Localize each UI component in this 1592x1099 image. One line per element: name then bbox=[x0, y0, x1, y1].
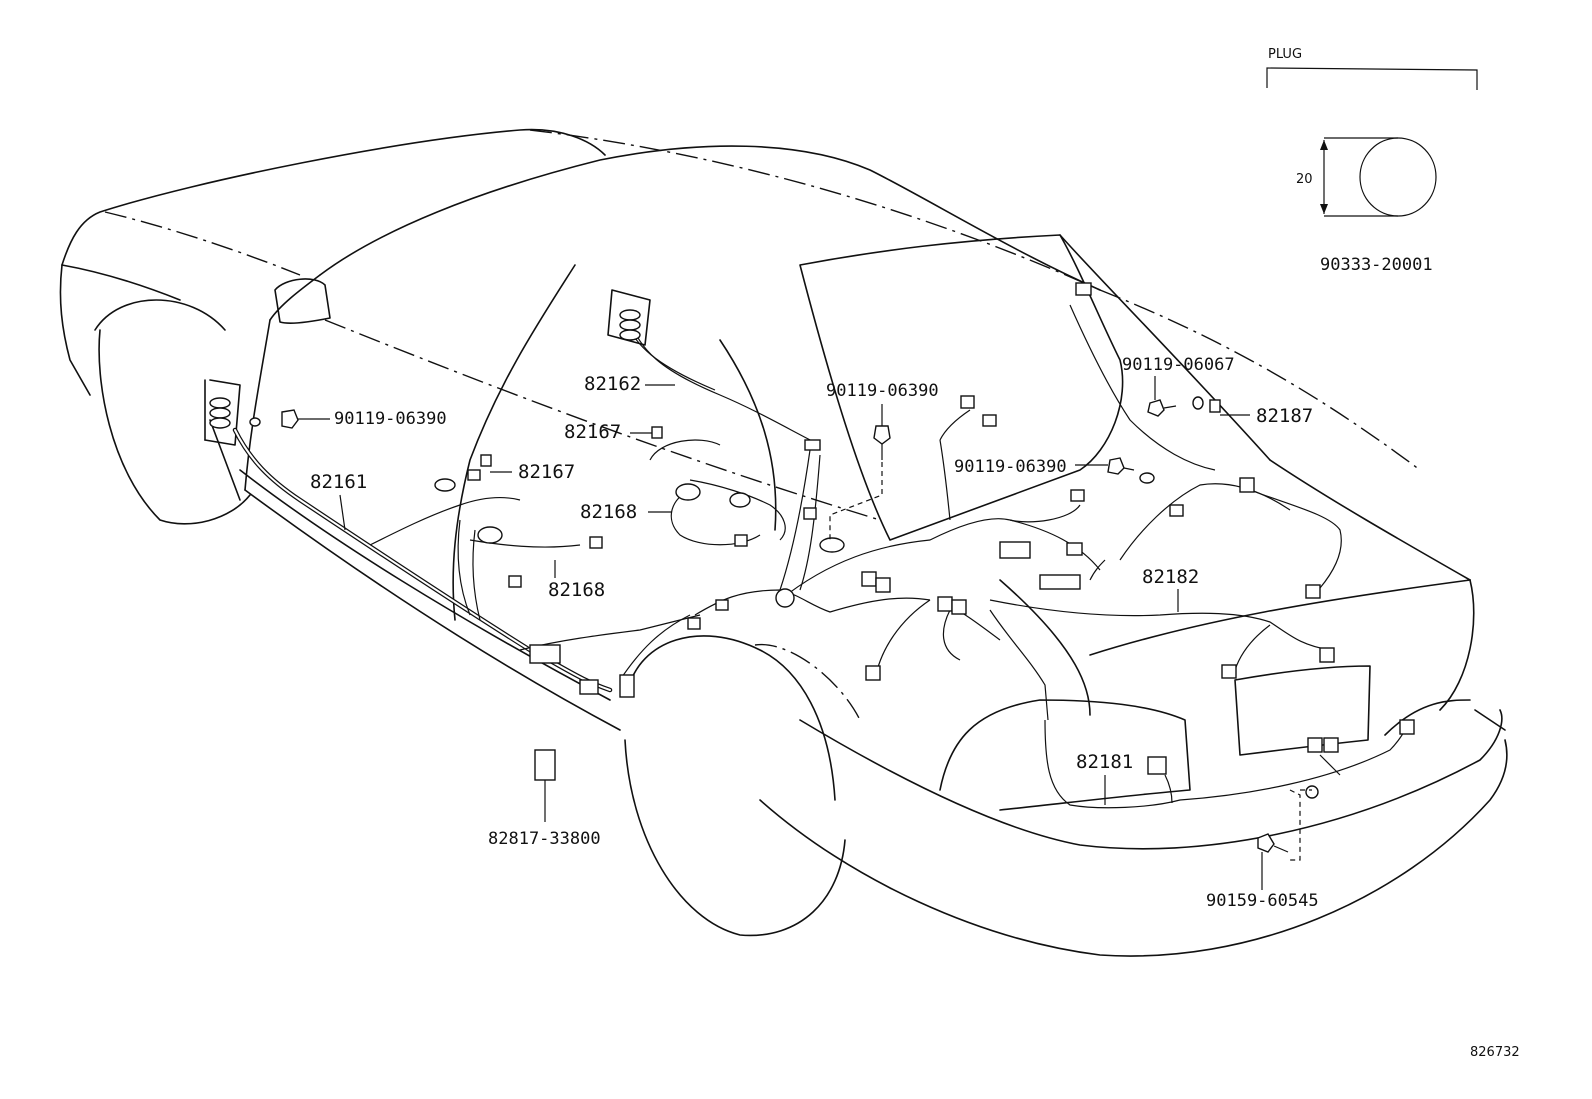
label-sticker-icon bbox=[534, 749, 556, 781]
harness-82168 bbox=[457, 439, 786, 621]
diagram-ref-number: 826732 bbox=[1470, 1045, 1520, 1060]
plug-part-number: 90333-20001 bbox=[1320, 255, 1433, 275]
part-label-90119-06390-left: 90119-06390 bbox=[334, 409, 447, 429]
bolt-icon bbox=[281, 399, 1289, 853]
plug-dimension: 20 bbox=[1296, 172, 1313, 187]
harness-82161 bbox=[232, 427, 701, 693]
dashed-leaders bbox=[829, 462, 1312, 861]
part-label-82817-33800: 82817-33800 bbox=[488, 829, 601, 849]
part-label-90119-06390-right: 90119-06390 bbox=[954, 457, 1067, 477]
plug-circle-icon bbox=[1359, 137, 1437, 217]
part-label-82161: 82161 bbox=[310, 471, 367, 493]
harness-main-rear bbox=[694, 304, 1411, 809]
part-label-82168-upper: 82168 bbox=[580, 501, 637, 523]
part-label-90119-06067: 90119-06067 bbox=[1122, 355, 1235, 375]
connectors bbox=[209, 282, 1415, 799]
plug-title: PLUG bbox=[1268, 47, 1302, 62]
part-label-90159-60545: 90159-60545 bbox=[1206, 891, 1319, 911]
part-labels: 82161 82162 82167 82167 82168 82168 8218… bbox=[310, 355, 1319, 911]
part-label-82182: 82182 bbox=[1142, 566, 1199, 588]
part-label-90119-06390-center: 90119-06390 bbox=[826, 381, 939, 401]
part-label-82162: 82162 bbox=[584, 373, 641, 395]
part-label-82181: 82181 bbox=[1076, 751, 1133, 773]
part-label-82167-lower: 82167 bbox=[518, 461, 575, 483]
part-label-82187: 82187 bbox=[1256, 405, 1313, 427]
part-label-82168-lower: 82168 bbox=[548, 579, 605, 601]
part-label-82167-upper: 82167 bbox=[564, 421, 621, 443]
plug-inset: PLUG 20 90333-20001 bbox=[1266, 47, 1478, 275]
harness-82162 bbox=[624, 319, 821, 446]
car-body-outline bbox=[59, 128, 1508, 957]
leader-lines bbox=[310, 376, 1263, 890]
